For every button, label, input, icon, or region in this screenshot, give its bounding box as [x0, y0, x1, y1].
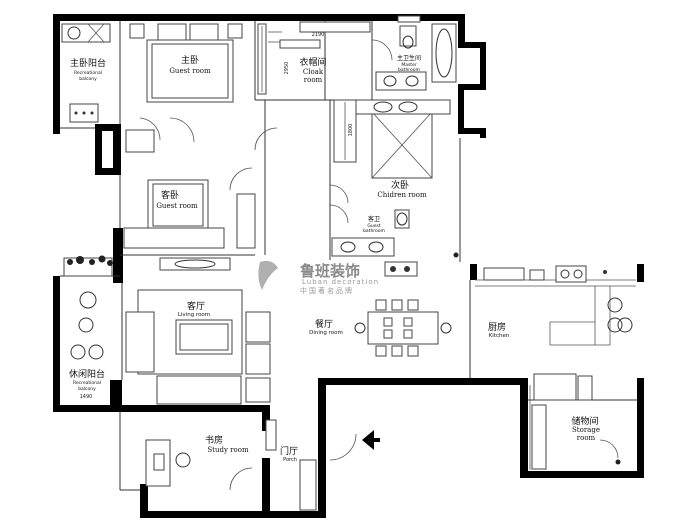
room-name-en: room [304, 76, 323, 84]
room-label-kitchen: 厨房 Kitchen [488, 321, 510, 339]
room-name-cn: 储物间 [571, 415, 598, 427]
room-name-en: Master [401, 62, 417, 68]
dimension-label: 2950 [284, 62, 290, 75]
dimension-label: 1800 [348, 124, 354, 137]
room-name-en: bathroom [363, 228, 385, 234]
room-name-en: bathroom [398, 67, 420, 73]
room-label-guest-bedroom: 客卧 Guest room [156, 189, 198, 210]
watermark: 鲁班装饰 Luban decoration 中国著名品牌 [258, 260, 379, 295]
room-label-porch: 门厅 Porch [280, 445, 298, 463]
storage-furniture [531, 373, 593, 470]
room-name-cn: 厨房 [488, 321, 506, 333]
room-label-master-balcony: 主卧阳台 Recreational balcony [70, 57, 106, 82]
room-name-en: Living room [178, 312, 210, 318]
room-label-master-bedroom: 主卧 Guest room [169, 54, 211, 75]
room-label-study: 书房 Study room [205, 434, 249, 454]
room-label-guest-bath: 客卫 Guest bathroom [363, 215, 385, 234]
stove [384, 261, 418, 277]
room-name-en: Kitchen [489, 333, 510, 339]
brand-logo-icon [258, 260, 278, 290]
room-name-en: Cloak [303, 68, 324, 76]
tv-cabinet [159, 257, 231, 271]
room-name-cn: 客卫 [368, 215, 380, 223]
room-name-en: Guest [367, 223, 380, 229]
brand-tagline: 中国著名品牌 [300, 286, 354, 295]
room-name-en: Guest room [169, 67, 211, 75]
room-name-cn: 客厅 [187, 300, 205, 312]
brand-name-en: Luban decoration [302, 278, 379, 286]
door-swings [139, 39, 619, 491]
room-name-cn: 衣帽间 [299, 56, 326, 68]
room-label-dining: 餐厅 Dining room [309, 318, 343, 336]
room-name-en: Recreational [73, 380, 101, 386]
room-name-en: balcony [78, 386, 96, 392]
room-name-cn: 餐厅 [315, 318, 333, 330]
guest-bed [123, 129, 256, 249]
plant-decor [67, 252, 621, 465]
master-balcony-furniture [61, 23, 111, 123]
brand-name-cn: 鲁班装饰 [300, 262, 360, 280]
room-label-living: 客厅 Living room [178, 300, 210, 318]
room-name-en: Guest room [156, 202, 198, 210]
dimension-label: 1490 [80, 394, 93, 400]
kitchen-appliances [483, 265, 633, 333]
room-label-storage: 储物间 Storage room [571, 415, 599, 442]
room-name-en: balcony [79, 76, 97, 82]
room-label-master-bath: 主卫生间 Master bathroom [397, 54, 421, 73]
room-label-cloak: 衣帽间 Cloak room [299, 56, 326, 84]
room-label-second-bedroom: 次卧 Chidren room [377, 179, 427, 199]
master-bed [129, 23, 243, 103]
room-name-cn: 门厅 [280, 445, 298, 457]
room-name-en: Chidren room [377, 191, 427, 199]
room-name-en: Study room [207, 446, 249, 454]
second-bed [333, 99, 451, 179]
cloak-room-racks [257, 21, 371, 95]
porch-furniture [265, 419, 317, 511]
guest-bath-fixtures [331, 209, 410, 257]
room-label-leisure-balcony: 休闲阳台 Recreational balcony [69, 368, 105, 392]
room-name-cn: 休闲阳台 [69, 368, 105, 380]
room-name-cn: 客卧 [161, 189, 179, 201]
dimension-label: 2190 [312, 32, 325, 38]
room-name-en: Storage [572, 426, 600, 434]
room-name-cn: 次卧 [391, 179, 409, 191]
room-name-cn: 主卧 [181, 54, 199, 66]
room-name-cn: 主卧阳台 [70, 57, 106, 69]
room-name-en: Dining room [309, 330, 343, 336]
room-name-cn: 主卫生间 [397, 54, 421, 62]
living-furniture [125, 289, 271, 405]
room-name-en: Porch [283, 457, 297, 463]
master-bath-fixtures [375, 15, 457, 91]
dimension-labels: 2190 2950 1800 1490 [80, 32, 354, 400]
room-name-cn: 书房 [205, 434, 223, 446]
exterior-walls [53, 14, 644, 518]
room-name-en: room [577, 434, 596, 442]
leisure-balcony-furniture [63, 257, 113, 360]
dining-table [354, 299, 452, 357]
room-name-en: Recreational [74, 70, 102, 76]
study-furniture [145, 439, 191, 487]
entry-arrow-icon [362, 430, 380, 450]
